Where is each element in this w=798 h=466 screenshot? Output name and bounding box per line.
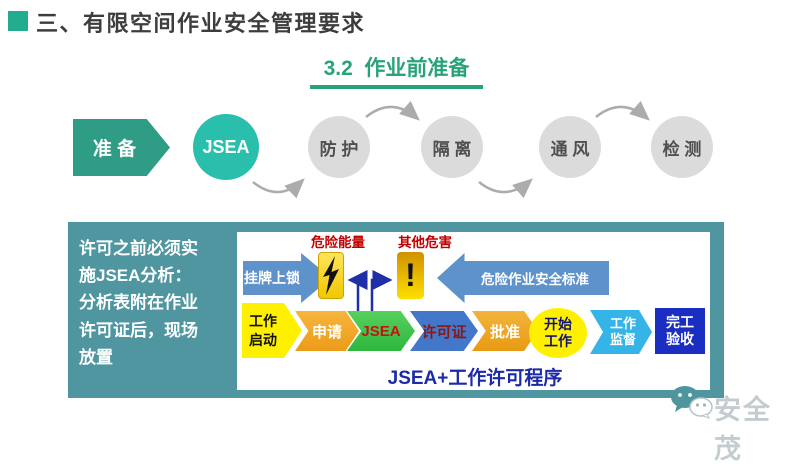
- flow-circle-jsea: JSEA: [193, 114, 259, 180]
- flow-circle-ventilation: 通 风: [539, 116, 601, 178]
- note-line: 放置: [79, 347, 113, 367]
- note-line: 施JSEA分析：: [79, 266, 192, 286]
- process-begin-circle: 开始工作: [529, 308, 587, 358]
- page-title: 三、有限空间作业安全管理要求: [36, 11, 366, 36]
- note-line: 许可证后，现场: [79, 320, 198, 340]
- flow-circle-isolation: 隔 离: [421, 116, 483, 178]
- hazard-energy-label: 危险能量: [311, 235, 365, 250]
- note-line: 分析表附在作业: [79, 293, 198, 313]
- flow-start-arrow: 准 备: [73, 119, 170, 176]
- wechat-icon: [671, 386, 713, 419]
- section-subtitle-wrap: 3.2 作业前准备: [310, 52, 483, 89]
- watermark-text: 安全茂: [714, 395, 772, 464]
- hazard-other-label: 其他危害: [398, 235, 452, 250]
- process-start-label: 工作启动: [249, 313, 277, 348]
- flow-circle-protection: 防 护: [308, 116, 370, 178]
- process-caption: JSEA+工作许可程序: [387, 368, 563, 389]
- process-supervise-label: 工作监督: [609, 315, 636, 347]
- note-line: 许可之前必须实: [79, 239, 198, 258]
- lightning-hazard-icon: [318, 252, 344, 299]
- warning-exclamation-icon: !: [397, 252, 424, 299]
- hazard-standard-label: 危险作业安全标准: [481, 272, 589, 287]
- title-bullet-square: [8, 11, 28, 31]
- section-subtitle: 3.2 作业前准备: [323, 57, 470, 80]
- subtitle-underline: [310, 85, 483, 89]
- jsea-note-text: 许可之前必须实 施JSEA分析： 分析表附在作业 许可证后，现场 放置: [79, 235, 219, 371]
- process-begin-label: 开始工作: [544, 315, 572, 350]
- hazard-standard-banner: 危险作业安全标准: [437, 253, 609, 303]
- flow-circle-detection: 检 测: [651, 116, 713, 178]
- tagout-lockout-label: 挂牌上锁: [244, 270, 301, 286]
- process-finish-label: 完工验收: [666, 313, 694, 348]
- process-finish-box: 完工验收: [655, 308, 705, 354]
